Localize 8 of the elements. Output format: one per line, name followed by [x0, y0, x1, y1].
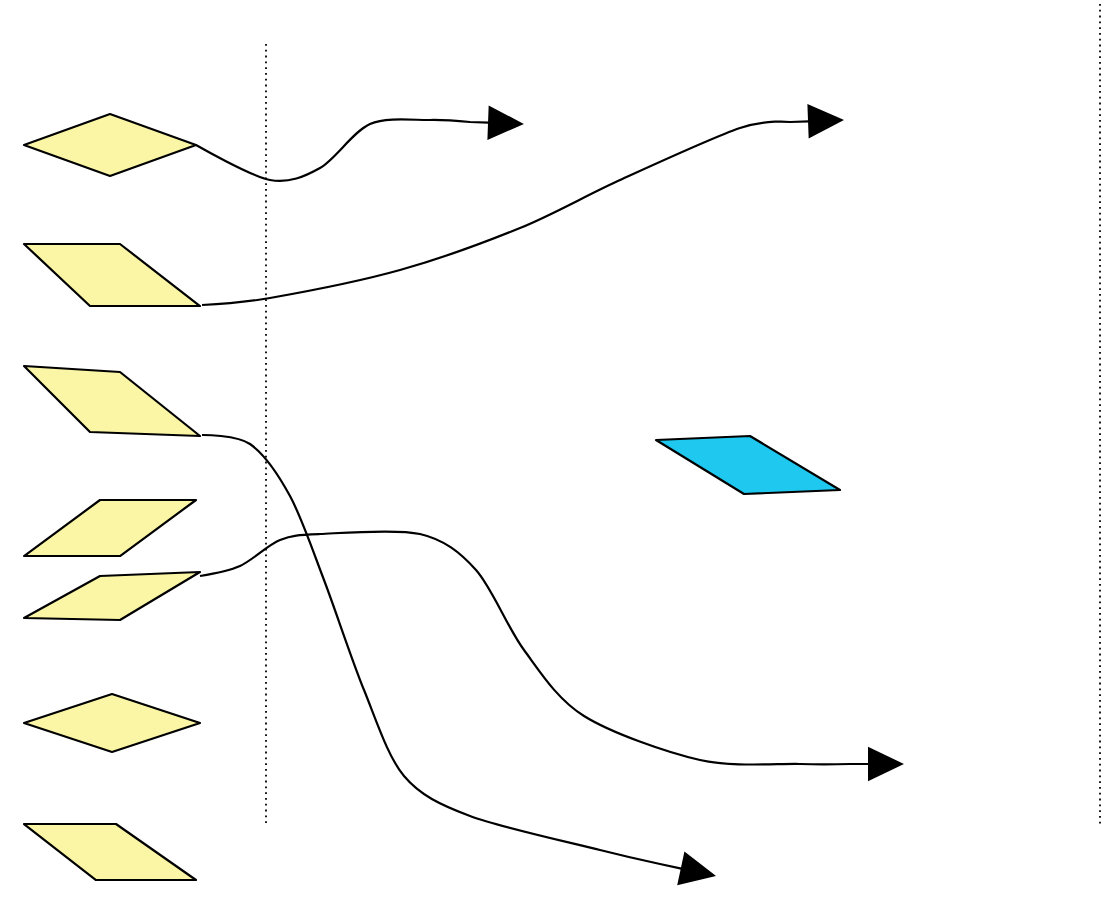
parallelogram	[654, 434, 842, 496]
parallelogram	[22, 570, 202, 622]
parallelogram	[22, 822, 198, 882]
parallelogram	[22, 364, 202, 438]
parallelogram	[22, 498, 198, 558]
parallelogram	[22, 242, 202, 308]
diamond	[22, 112, 198, 178]
diamond	[22, 692, 202, 754]
